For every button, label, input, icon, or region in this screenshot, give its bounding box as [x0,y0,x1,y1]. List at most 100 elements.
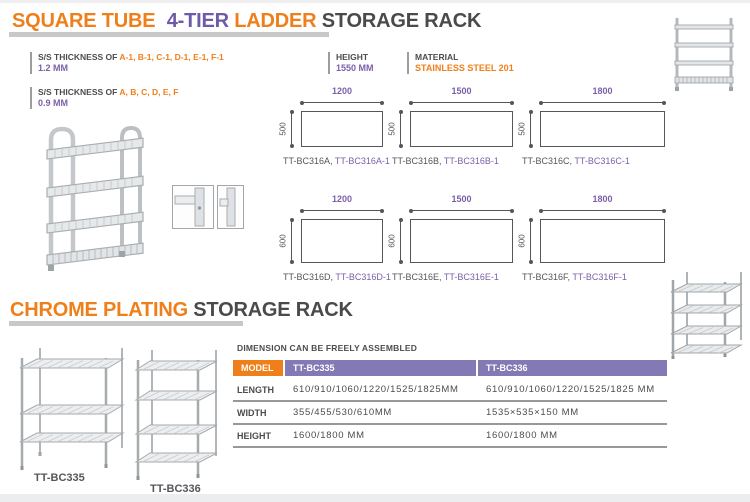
shelf-outline [540,219,665,263]
shelf-outline [410,219,513,263]
ladder-rack-illustration [46,125,144,271]
spec-label: S/S THICKNESS OF A-1, B-1, C-1, D-1, E-1… [38,52,224,63]
horizontal-dimension-line [539,100,666,105]
model-variant-code: TT-BC316D-1 [335,272,391,282]
thickness-spec-2: S/S THICKNESS OF A, B, C, D, E, F 0.9 MM [30,87,178,109]
height-dimension-label: 500 [278,122,288,136]
row-label: LENGTH [237,384,274,395]
row-value-bc335: 355/455/530/610MM [293,407,393,418]
height-label: HEIGHT [336,52,369,62]
shelf-outline [410,111,513,147]
dimension-diagram-b: 1500 500 TT-BC316B, TT-BC316B-1 [388,86,515,184]
joint-detail-photo-1 [172,185,214,229]
spec-codes: A-1, B-1, C-1, D-1, E-1, F-1 [119,52,224,62]
horizontal-dimension-line [409,100,514,105]
table-header-bc335: TT-BC335 [285,360,476,376]
chrome-rack-bc336-illustration [134,350,218,480]
row-label: WIDTH [237,407,267,418]
title-part-ladder: LADDER [234,10,317,32]
square-tube-rack-front-photo [670,13,738,93]
model-code: TT-BC316C, [522,156,573,166]
vertical-dimension-line [398,110,403,148]
width-dimension-label: 1500 [451,194,472,204]
model-code: TT-BC316B, [392,156,442,166]
horizontal-dimension-line [409,208,514,213]
dimension-diagram-c: 1800 500 TT-BC316C, TT-BC316C-1 [518,86,667,184]
model-variant-code: TT-BC316E-1 [443,272,499,282]
page-bottom-edge [0,494,750,502]
chrome-rack-illustration [670,272,743,359]
row-label: HEIGHT [237,430,272,441]
dimension-table: MODEL TT-BC335 TT-BC336 LENGTH 610/910/1… [233,360,667,448]
dimension-diagram-e: 1500 600 TT-BC316E, TT-BC316E-1 [388,194,515,300]
vertical-dimension-line [289,218,294,264]
row-value-bc335: 610/910/1060/1220/1525/1825MM [293,384,459,395]
chrome-rack-photo [661,268,747,360]
chrome-rack-bc336-photo [132,348,224,486]
section1-title: SQUARE TUBE 4-TIER LADDER STORAGE RACK [12,10,481,33]
table-row-height: HEIGHT 1600/1800 MM 1600/1800 MM [233,425,667,448]
height-value: 1550 MM [336,63,374,73]
vertical-dimension-line [528,110,533,148]
row-value-bc335: 1600/1800 MM [293,430,365,441]
material-spec: MATERIAL STAINLESS STEEL 201 [407,52,514,74]
horizontal-dimension-line [539,208,666,213]
page-top-edge [0,0,750,3]
height-dimension-label: 600 [387,234,397,248]
model-variant-code: TT-BC316A-1 [334,156,390,166]
table-header-model: MODEL [233,360,283,376]
model-code: TT-BC316F, [522,272,571,282]
spec-divider-bar [30,52,32,74]
row-value-bc336: 610/910/1060/1220/1525/1825 MM [486,384,655,395]
thickness-spec-1: S/S THICKNESS OF A-1, B-1, C-1, D-1, E-1… [30,52,224,74]
material-label: MATERIAL [415,52,459,62]
horizontal-dimension-line [300,208,384,213]
square-tube-rack-photo [38,112,158,274]
title-part-storage-rack: STORAGE RACK [321,10,482,32]
shelf-outline [540,111,665,147]
table-header-row: MODEL TT-BC335 TT-BC336 [233,360,667,376]
height-dimension-label: 500 [517,122,527,136]
spec-divider-bar [30,87,32,109]
spec-label-text: S/S THICKNESS OF [38,52,118,62]
title-part-4-tier: 4-TIER [166,10,229,32]
model-label: TT-BC316F, TT-BC316F-1 [522,272,627,282]
section1-title-underline [9,32,329,37]
vertical-dimension-line [398,218,403,264]
row-value-bc336: 1535×535×150 MM [486,407,579,418]
shelf-outline [301,219,383,263]
joint-detail-photo-2 [217,185,244,229]
spec-divider-bar [407,52,409,74]
spec-label-text: S/S THICKNESS OF [38,87,118,97]
model-code: TT-BC316D, [283,272,334,282]
dimension-diagram-f: 1800 600 TT-BC316F, TT-BC316F-1 [518,194,667,300]
dimension-diagram-d: 1200 600 TT-BC316D, TT-BC316D-1 [279,194,391,300]
table-row-length: LENGTH 610/910/1060/1220/1525/1825MM 610… [233,379,667,402]
section2-title: CHROME PLATING STORAGE RACK [10,299,353,322]
model-code: TT-BC316A, [283,156,333,166]
spec-value: 0.9 MM [38,98,69,108]
chrome-rack-bc335-illustration [19,348,125,470]
height-dimension-label: 600 [278,234,288,248]
front-rack-illustration [674,18,734,91]
title-part-storage-rack-2: STORAGE RACK [193,299,353,321]
section2-title-underline [9,321,243,326]
model-label: TT-BC316E, TT-BC316E-1 [392,272,499,282]
title-part-square-tube: SQUARE TUBE [12,10,156,32]
table-row-width: WIDTH 355/455/530/610MM 1535×535×150 MM [233,402,667,425]
model-variant-code: TT-BC316C-1 [574,156,630,166]
row-value-bc336: 1600/1800 MM [486,430,558,441]
tube-corner-detail-icon [217,185,244,229]
width-dimension-label: 1800 [592,194,613,204]
title-part-chrome-plating: CHROME PLATING [10,299,188,321]
width-dimension-label: 1200 [331,194,353,204]
spec-label: S/S THICKNESS OF A, B, C, D, E, F [38,87,178,98]
width-dimension-label: 1500 [451,86,472,96]
model-label: TT-BC316B, TT-BC316B-1 [392,156,499,166]
model-label: TT-BC316D, TT-BC316D-1 [283,272,391,282]
model-label: TT-BC316C, TT-BC316C-1 [522,156,630,166]
model-variant-code: TT-BC316F-1 [572,272,627,282]
tube-joint-detail-icon [172,185,214,229]
height-dimension-label: 500 [387,122,397,136]
